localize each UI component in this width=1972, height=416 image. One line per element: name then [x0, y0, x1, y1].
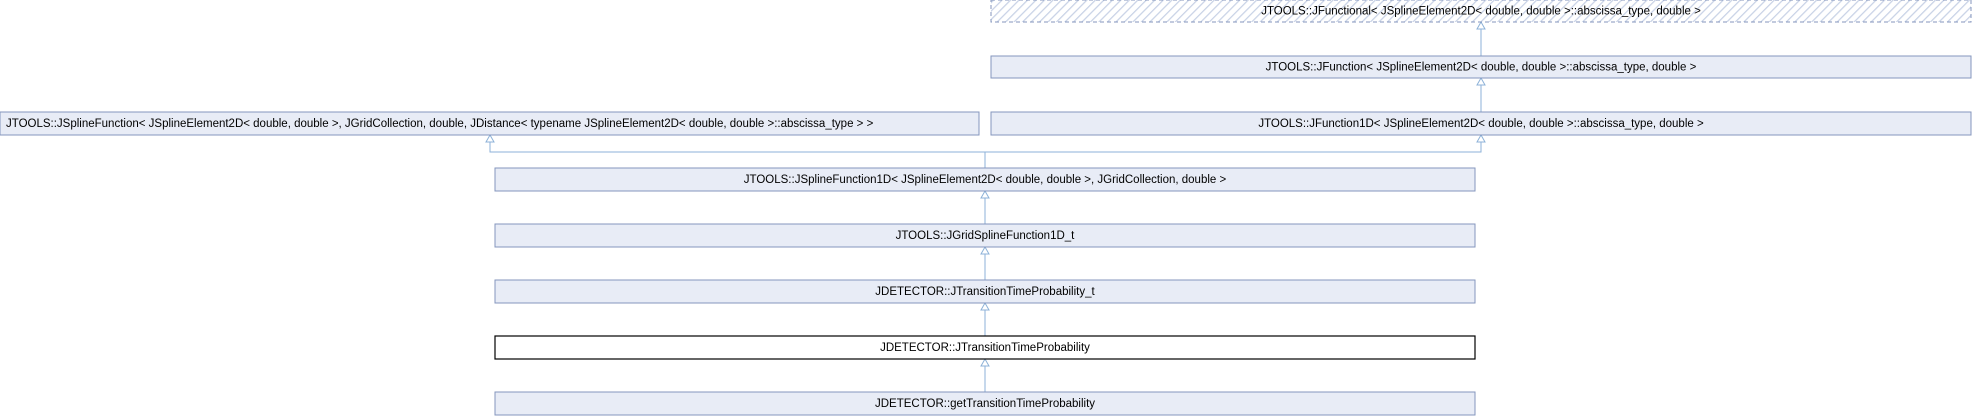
class-node-jtransitiontimeprobability: JDETECTOR::JTransitionTimeProbability	[494, 335, 1476, 360]
class-label-jfunction: JTOOLS::JFunction< JSplineElement2D< dou…	[1266, 62, 1697, 74]
class-node-jsplinefunction[interactable]: JTOOLS::JSplineFunction< JSplineElement2…	[0, 111, 980, 136]
arrowhead-to-jtransitiontimeprobability-t	[980, 301, 990, 311]
class-node-gettransitiontimeprobability[interactable]: JDETECTOR::getTransitionTimeProbability	[494, 391, 1476, 416]
arrowhead-to-jgridsplinefunction1d-t	[980, 245, 990, 255]
edges-layer	[485, 20, 1486, 392]
class-box-jfunction1d	[990, 111, 1972, 136]
class-box-jgridsplinefunction1d-t	[494, 223, 1476, 248]
class-node-jfunction1d[interactable]: JTOOLS::JFunction1D< JSplineElement2D< d…	[990, 111, 1972, 136]
edge-jsplinefunction1d-to-jsplinefunction	[489, 135, 986, 168]
class-box-jsplinefunction1d	[494, 167, 1476, 192]
class-node-jtransitiontimeprobability-t[interactable]: JDETECTOR::JTransitionTimeProbability_t	[494, 279, 1476, 304]
edge-jsplinefunction1d-to-jfunction1d	[984, 135, 1482, 168]
class-label-jtransitiontimeprobability-t: JDETECTOR::JTransitionTimeProbability_t	[875, 286, 1095, 298]
arrowhead-to-jfunctional	[1476, 20, 1486, 30]
class-box-gettransitiontimeprobability	[494, 391, 1476, 416]
class-node-jsplinefunction1d[interactable]: JTOOLS::JSplineFunction1D< JSplineElemen…	[494, 167, 1476, 192]
class-label-jsplinefunction1d: JTOOLS::JSplineFunction1D< JSplineElemen…	[744, 174, 1227, 186]
class-node-jgridsplinefunction1d-t[interactable]: JTOOLS::JGridSplineFunction1D_t	[494, 223, 1476, 248]
arrowhead-to-jfunction1d	[1476, 133, 1486, 143]
class-label-jfunction1d: JTOOLS::JFunction1D< JSplineElement2D< d…	[1258, 118, 1704, 130]
class-node-jfunctional[interactable]: JTOOLS::JFunctional< JSplineElement2D< d…	[990, 0, 1972, 23]
class-label-jgridsplinefunction1d-t: JTOOLS::JGridSplineFunction1D_t	[896, 230, 1076, 242]
arrowhead-to-jfunction	[1476, 76, 1486, 86]
class-node-jfunction[interactable]: JTOOLS::JFunction< JSplineElement2D< dou…	[990, 55, 1972, 79]
arrowhead-to-jsplinefunction1d	[980, 189, 990, 199]
class-label-jtransitiontimeprobability: JDETECTOR::JTransitionTimeProbability	[880, 342, 1090, 354]
class-box-jtransitiontimeprobability-t	[494, 279, 1476, 304]
class-box-jfunction	[990, 55, 1972, 79]
arrowhead-to-jsplinefunction	[485, 133, 495, 143]
class-box-jsplinefunction	[0, 111, 980, 136]
class-label-gettransitiontimeprobability: JDETECTOR::getTransitionTimeProbability	[875, 398, 1095, 410]
class-box-jtransitiontimeprobability	[494, 335, 1476, 360]
class-box-jfunctional	[990, 0, 1972, 23]
class-label-jsplinefunction: JTOOLS::JSplineFunction< JSplineElement2…	[6, 118, 874, 130]
class-label-jfunctional: JTOOLS::JFunctional< JSplineElement2D< d…	[1261, 6, 1701, 18]
arrowhead-to-jtransitiontimeprobability	[980, 357, 990, 367]
